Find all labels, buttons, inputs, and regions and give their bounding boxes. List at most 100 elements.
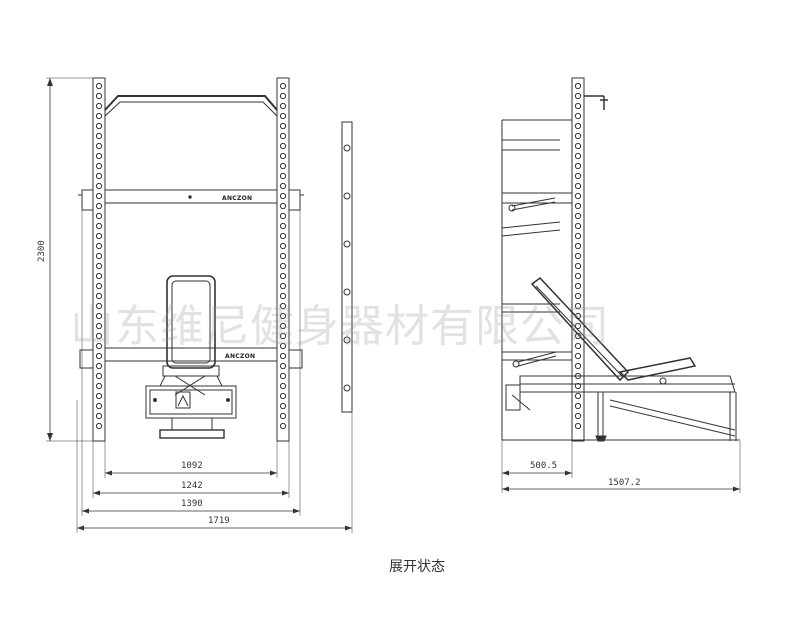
upright-hole	[95, 382, 103, 390]
upright-hole	[574, 392, 582, 400]
upright-hole	[279, 362, 287, 370]
upright-hole	[279, 252, 287, 260]
width-dim-1390: 1390	[181, 499, 203, 509]
upright-hole	[574, 112, 582, 120]
height-dimension: 2300	[37, 77, 93, 442]
upright-hole	[279, 202, 287, 210]
upright-hole	[574, 192, 582, 200]
incline-backrest	[530, 276, 630, 382]
height-dim-label: 2300	[37, 240, 47, 262]
upright-hole	[279, 172, 287, 180]
upright-hole	[574, 352, 582, 360]
upper-crossbar	[104, 189, 278, 204]
upright-hole	[574, 172, 582, 180]
upright-hole	[279, 352, 287, 360]
upright-hole	[279, 412, 287, 420]
depth-dim-1507-2: 1507.2	[608, 478, 641, 488]
upright-hole	[574, 382, 582, 390]
upright-hole	[343, 144, 351, 152]
upright-hole	[279, 392, 287, 400]
upright-hole	[95, 312, 103, 320]
upright-holes	[279, 82, 287, 430]
wall-bracket	[502, 139, 560, 151]
upright-hole	[95, 282, 103, 290]
upright-hole	[343, 240, 351, 248]
upright-hole	[574, 402, 582, 410]
lower-crossbar	[104, 347, 278, 362]
upright-hole	[574, 102, 582, 110]
upright-hole	[279, 152, 287, 160]
upright-hole	[95, 342, 103, 350]
upright-hole	[95, 122, 103, 130]
upright-hole	[574, 272, 582, 280]
bench-backrest	[166, 275, 216, 369]
upright-hole	[574, 142, 582, 150]
upright-hole	[95, 112, 103, 120]
upright-hole	[574, 182, 582, 190]
upright-hole	[279, 92, 287, 100]
upright-hole	[574, 282, 582, 290]
upright-hole	[279, 122, 287, 130]
upright-hole	[574, 222, 582, 230]
upright-hole	[279, 332, 287, 340]
upright-hole	[279, 382, 287, 390]
depth-dim-500-5: 500.5	[530, 461, 557, 471]
upright-hole	[574, 252, 582, 260]
upright-hole	[574, 412, 582, 420]
upright-hole	[95, 352, 103, 360]
upright-hole	[95, 202, 103, 210]
j-hook-left	[78, 189, 94, 211]
upright-hole	[95, 222, 103, 230]
upright-hole	[279, 282, 287, 290]
side-upright	[571, 77, 585, 442]
upright-hole	[574, 322, 582, 330]
upright-hole	[279, 102, 287, 110]
pull-up-bar-end	[584, 95, 608, 110]
pull-up-bar	[104, 95, 278, 111]
upright-hole	[343, 336, 351, 344]
upright-hole	[95, 322, 103, 330]
upright-profile	[341, 121, 353, 413]
width-dim-1092: 1092	[181, 461, 203, 471]
upright-hole	[279, 182, 287, 190]
upright-hole	[279, 302, 287, 310]
upright-hole	[95, 392, 103, 400]
upright-hole	[279, 262, 287, 270]
upright-hole	[574, 92, 582, 100]
safety-left	[79, 349, 94, 369]
upright-hole	[95, 232, 103, 240]
upright-hole	[95, 212, 103, 220]
upright-hole	[279, 82, 287, 90]
upright-hole	[574, 342, 582, 350]
upright-holes	[95, 82, 103, 430]
upright-hole	[95, 402, 103, 410]
upright-hole	[279, 272, 287, 280]
upright-hole	[574, 132, 582, 140]
upright-hole	[95, 142, 103, 150]
upright-hole	[95, 172, 103, 180]
company-watermark: 山东维尼健身器材有限公司	[70, 301, 610, 352]
upright-hole	[95, 102, 103, 110]
bench-seat	[618, 357, 697, 381]
left-upright	[92, 77, 106, 442]
front-view: ANCZON ANCZON	[37, 77, 353, 533]
upright-hole	[95, 192, 103, 200]
upright-hole	[343, 384, 351, 392]
upright-hole	[574, 302, 582, 310]
upright-hole	[343, 288, 351, 296]
upper-crossmember	[501, 192, 573, 204]
upright-hole	[574, 82, 582, 90]
side-upright-holes	[574, 82, 582, 430]
upright-hole	[279, 342, 287, 350]
upright-hole	[95, 92, 103, 100]
upright-hole	[95, 272, 103, 280]
upright-hole	[95, 182, 103, 190]
j-hook-right	[288, 189, 304, 211]
upright-hole	[95, 292, 103, 300]
upright-side-profile	[341, 121, 353, 413]
upright-hole	[574, 262, 582, 270]
upright-hole	[95, 262, 103, 270]
upright-hole	[574, 232, 582, 240]
bench-strut	[609, 399, 736, 437]
